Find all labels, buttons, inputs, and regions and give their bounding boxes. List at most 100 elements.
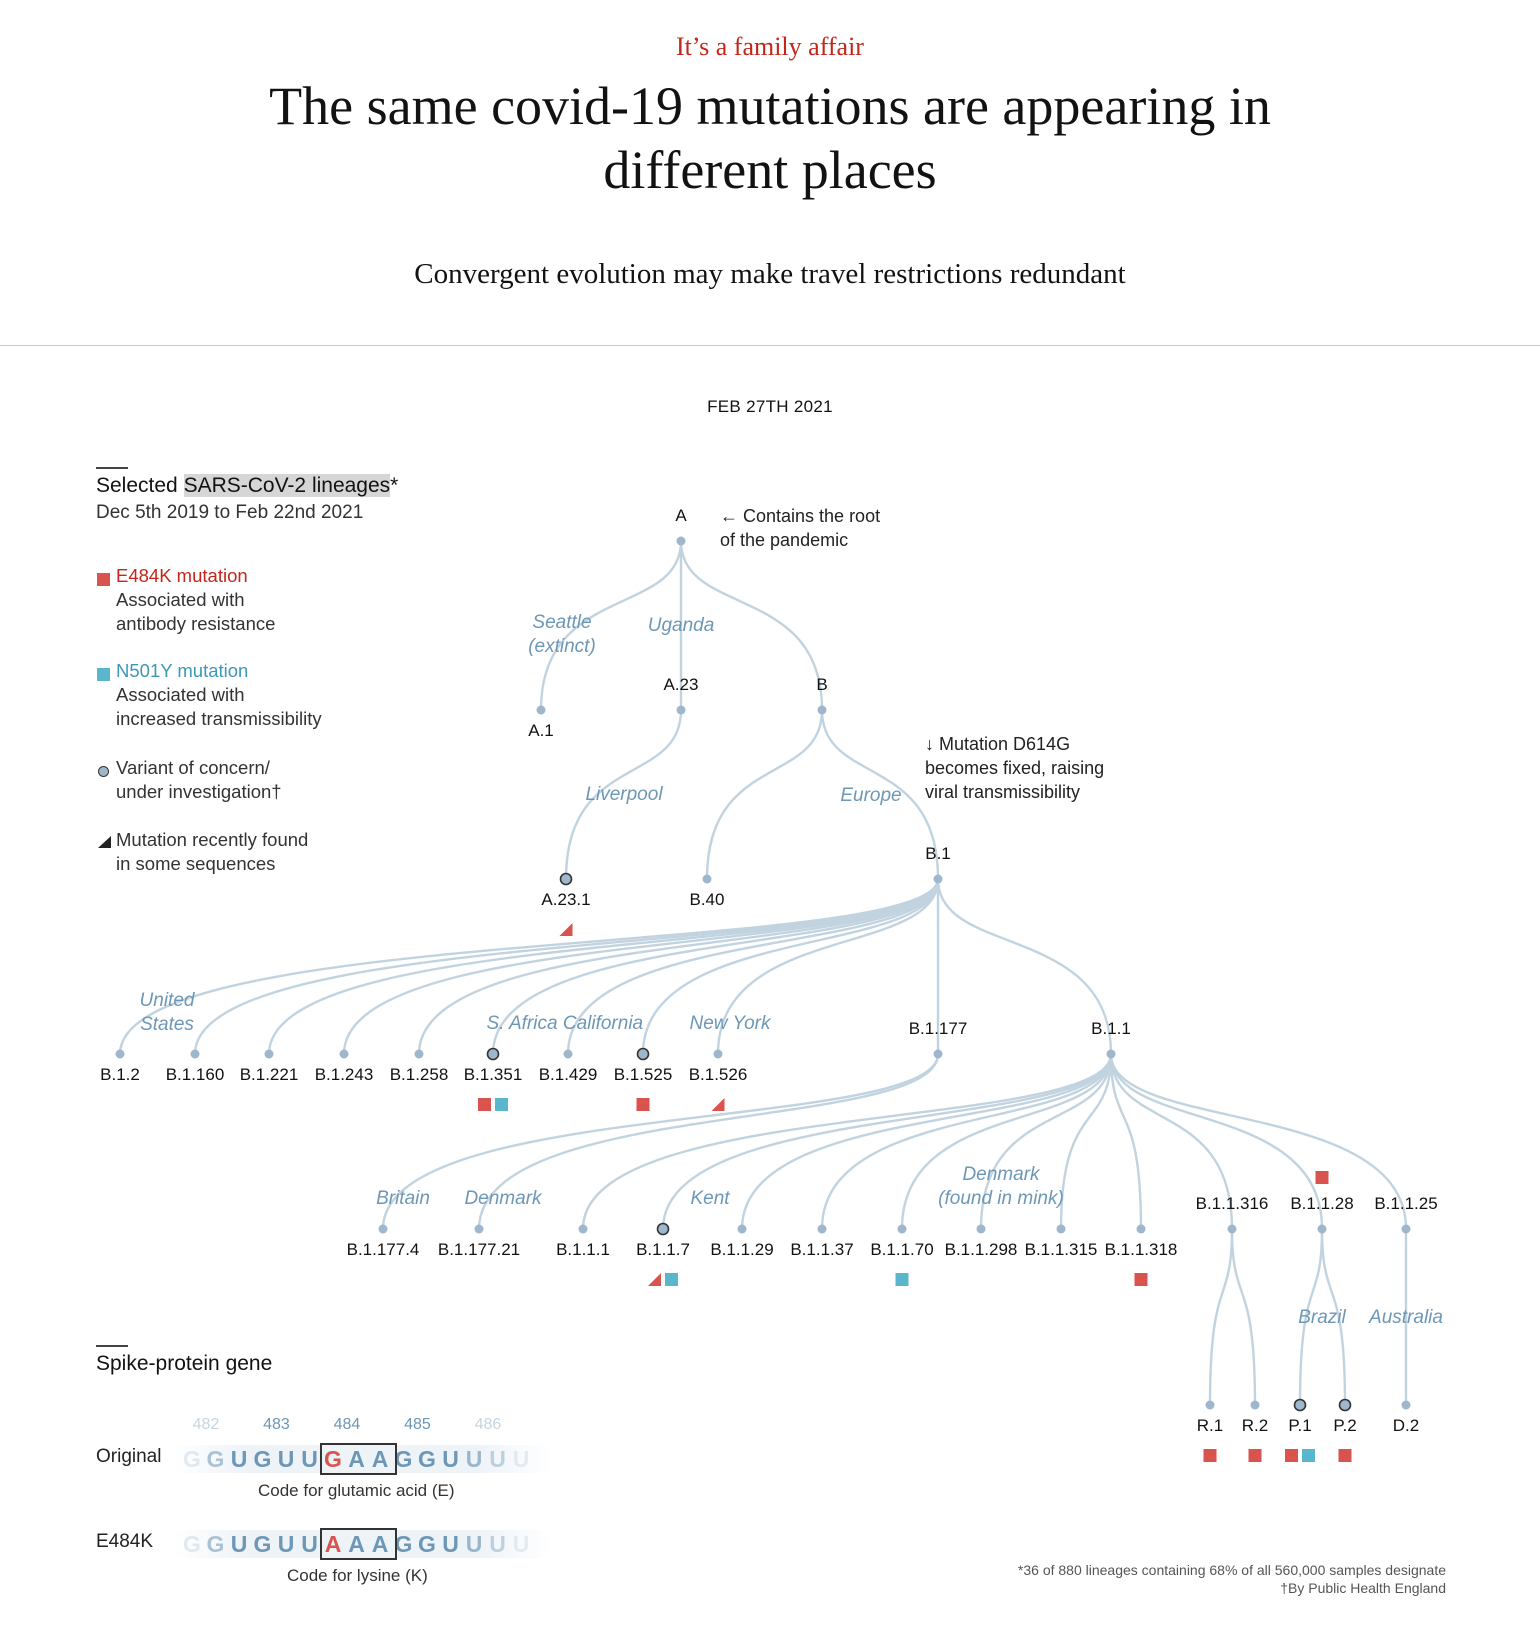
nucleotide: G: [418, 1446, 436, 1472]
original-caption: Code for glutamic acid (E): [258, 1481, 455, 1500]
node-b-1-1-315: [1056, 1224, 1066, 1234]
legend-n501y-desc2: increased transmissibility: [116, 708, 322, 729]
nucleotide: A: [371, 1531, 389, 1557]
node-label-b-1-1-316: B.1.1.316: [1196, 1194, 1269, 1213]
node-b-1-1-37: [817, 1224, 827, 1234]
nucleotide: A: [324, 1531, 342, 1557]
nucleotide: A: [348, 1531, 365, 1557]
node-label-b-1-1: B.1.1: [1091, 1019, 1131, 1038]
d614g-note-line: viral transmissibility: [925, 782, 1080, 802]
legend-e484k-desc2: antibody resistance: [116, 613, 276, 634]
branch-b-1-1-28-to-p-2: [1320, 1228, 1347, 1406]
node-b-1-1-7-voc-icon: [656, 1222, 670, 1236]
node-b-1-1-25: [1401, 1224, 1411, 1234]
branch-b-1-177-to-b-1-177-4: [381, 1053, 940, 1230]
node-b-1-1-316: [1227, 1224, 1237, 1234]
nucleotide: U: [442, 1531, 459, 1557]
branch-b-1-1-to-b-1-1-29: [740, 1053, 1113, 1230]
nucleotide: U: [489, 1531, 506, 1557]
footnote-phe: †By Public Health England: [1280, 1580, 1446, 1596]
nucleotide: U: [230, 1446, 248, 1472]
d614g-note-line: becomes fixed, raising: [925, 758, 1104, 778]
voc-circle-icon: [98, 766, 109, 777]
legend-item-voc: Variant of concern/ under investigation†: [116, 756, 282, 804]
node-label-b-1-1-37: B.1.1.37: [790, 1240, 853, 1259]
nucleotide: G: [206, 1446, 225, 1472]
place-label-denmark: Denmark: [962, 1164, 1041, 1185]
node-r-1: [1205, 1400, 1215, 1410]
header-divider: [0, 345, 1540, 346]
node-a: [676, 536, 686, 546]
node-label-b-1-1-25: B.1.1.25: [1374, 1194, 1437, 1213]
branch-b-1-1-to-b-1-1-1: [581, 1053, 1113, 1230]
footnotes: *36 of 880 lineages containing 68% of al…: [1018, 1561, 1446, 1597]
node-a-23: [676, 705, 686, 715]
legend-title-text: Selected: [96, 474, 184, 497]
codon-484-box: [320, 1528, 397, 1560]
nucleotide: G: [206, 1531, 225, 1557]
nucleotide: U: [512, 1446, 530, 1472]
place-label-uganda: Uganda: [648, 615, 715, 636]
place-label-california: California: [563, 1013, 643, 1034]
e484k-marker-b-1-525: [636, 1098, 650, 1111]
root-note-line: of the pandemic: [720, 530, 848, 550]
node-b-1: [933, 874, 943, 884]
node-b-1-1: [1106, 1049, 1116, 1059]
branch-a-to-a-1: [539, 540, 683, 711]
node-label-p-1: P.1: [1288, 1416, 1311, 1435]
node-label-b-1-221: B.1.221: [240, 1065, 299, 1084]
branch-b-1-1-to-b-1-1-316: [1109, 1053, 1234, 1230]
legend-n501y-desc1: Associated with: [116, 684, 245, 705]
node-b-1-525-voc-icon: [636, 1047, 650, 1061]
node-b: [817, 705, 827, 715]
node-b-1-1-1: [578, 1224, 588, 1234]
codon-position-486: 486: [474, 1416, 502, 1433]
legend-e484k-label: E484K mutation: [116, 565, 248, 586]
nucleotide: U: [230, 1531, 248, 1557]
place-label-europe: Europe: [840, 785, 901, 806]
branch-b-1-to-b-1-351: [491, 878, 940, 1055]
branch-b-1-to-b-1-160: [193, 878, 940, 1055]
branch-b-1-1-316-to-r-2: [1230, 1228, 1257, 1406]
node-b-1-1-28: [1317, 1224, 1327, 1234]
nucleotide: U: [442, 1446, 459, 1472]
branch-b-1-to-b-1-526: [716, 878, 940, 1055]
n501y-marker-b-1-351: [495, 1098, 508, 1111]
e484k-marker-b-1-1-28: [1315, 1171, 1329, 1184]
nucleotide: U: [489, 1446, 506, 1472]
footnote-lineages: *36 of 880 lineages containing 68% of al…: [1017, 1562, 1446, 1578]
node-label-a: A: [675, 506, 687, 525]
node-b-1-1-318: [1136, 1224, 1146, 1234]
codon-position-484: 484: [333, 1416, 361, 1433]
legend-voc-label: Variant of concern/: [116, 757, 270, 778]
node-p-1-voc-icon: [1293, 1398, 1307, 1412]
node-b-1-177: [933, 1049, 943, 1059]
legend-recent-desc: in some sequences: [116, 853, 276, 874]
nucleotide: G: [183, 1446, 201, 1472]
branch-b-1-1-to-b-1-1-7: [661, 1053, 1113, 1230]
node-b-1-258: [414, 1049, 424, 1059]
branch-b-1-1-to-b-1-1-28: [1109, 1053, 1324, 1230]
node-label-r-2: R.2: [1242, 1416, 1268, 1435]
branch-b-1-to-b-1-243: [342, 878, 940, 1055]
node-label-p-2: P.2: [1333, 1416, 1356, 1435]
node-b-1-526: [713, 1049, 723, 1059]
branch-lines: [118, 540, 1408, 1406]
node-b-1-351-voc-icon: [486, 1047, 500, 1061]
kicker: It’s a family affair: [676, 32, 864, 61]
recent-mutation-triangle-icon: [648, 1273, 661, 1286]
branch-b-1-1-to-b-1-1-315: [1059, 1053, 1113, 1230]
n501y-marker-p-1: [1302, 1449, 1315, 1462]
nucleotide: U: [465, 1446, 483, 1472]
node-b-1-177-21: [474, 1224, 484, 1234]
node-p-2-voc-icon: [1338, 1398, 1352, 1412]
codon-484-box: [320, 1443, 397, 1475]
nucleotide: G: [183, 1531, 201, 1557]
node-label-b-1-1-298: B.1.1.298: [945, 1240, 1018, 1259]
branch-b-1-to-b-1-429: [566, 878, 940, 1055]
legend-item-e484k: E484K mutation Associated with antibody …: [116, 564, 275, 636]
